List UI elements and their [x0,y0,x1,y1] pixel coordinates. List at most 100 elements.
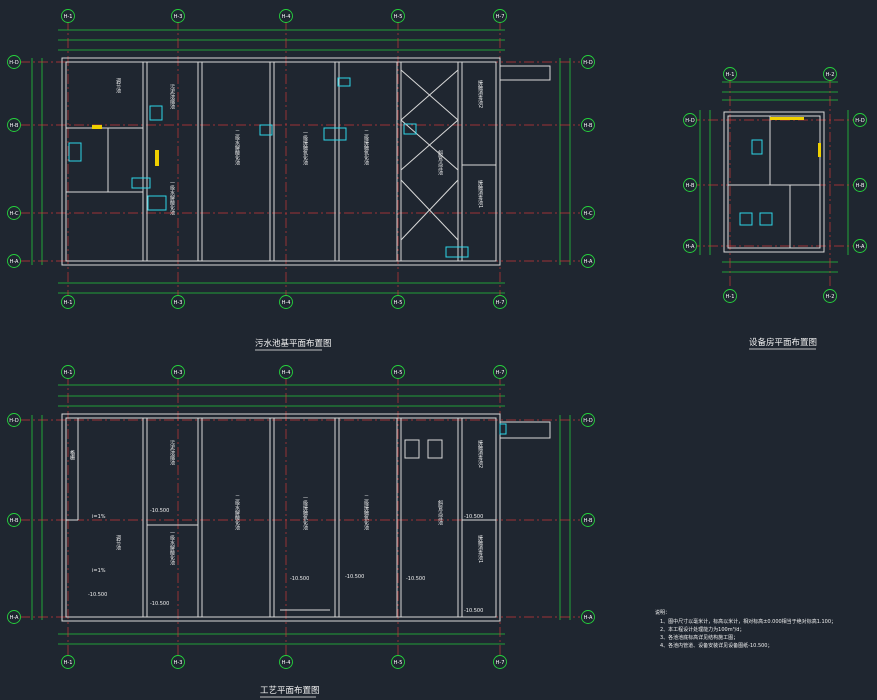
grid-bubble-label: H-4 [282,660,291,666]
grid-bubble-label: H-2 [826,294,835,300]
grid-bubble-label: H-5 [394,300,403,306]
tank-label: 斜管沉淀池 [437,499,443,525]
grid-bubble [581,413,595,427]
door-marker [92,125,102,129]
grid-bubble-label: H-A [584,259,593,265]
tank-label: 二级水解酸化池 [234,495,240,530]
grid-bubble [7,513,21,527]
grid-bubble [823,67,837,81]
grid-bubble [279,295,293,309]
grid-bubble-label: H-1 [726,72,735,78]
elevation-label: -10.500 [290,576,309,582]
grid-bubble-label: H-D [583,60,593,66]
grid-bubble-label: H-C [583,211,593,217]
tank-label: 一级接触氧化池 [302,495,308,530]
elevation-labels: -10.500 -10.500 -10.500 -10.500 -10.500 … [88,508,483,614]
grid-bubble [493,655,507,669]
drawing-title: 污水池基平面布置图 [255,338,332,349]
grid-bubble [683,178,697,192]
tank-label: 接触消毒池1 [477,179,483,208]
walls-b [723,111,825,253]
tank-labels-a: 调节池 污泥浓缩池 一级水解酸化池 二级水解酸化池 一级接触氧化池 二级接触氧化… [115,77,483,215]
grid-bubble-label: H-A [584,615,593,621]
tank-labels-c: 格栅 调节池 污泥浓缩池 一级水解酸化池 二级水解酸化池 一级接触氧化池 二级接… [69,439,483,565]
elevation-label: -10.500 [464,608,483,614]
grid-bubble-label: H-1 [64,660,73,666]
grid-bubble-label: H-7 [496,370,505,376]
door-marker [155,150,159,166]
grid-bubble-label: H-1 [64,14,73,20]
drawing-title: 工艺平面布置图 [260,685,320,696]
grid-bubble [581,118,595,132]
tank-label: 调节池 [115,77,121,93]
elevation-label: -10.500 [150,601,169,607]
outer-walls-a [61,57,551,266]
grid-bubble-label: H-C [9,211,19,217]
plan-process-layout: 格栅 调节池 污泥浓缩池 一级水解酸化池 二级水解酸化池 一级接触氧化池 二级接… [20,375,580,698]
grid-bubble [171,655,185,669]
grid-bubble [391,9,405,23]
tank-label: 接触消毒池2 [477,79,483,108]
grid-bubble [391,655,405,669]
notes-heading: 说明： [655,609,670,616]
grid-bubble [683,239,697,253]
grid-bubble-label: H-1 [726,294,735,300]
tank-label: 一级水解酸化池 [169,530,175,565]
grid-bubble [581,254,595,268]
grid-bubble-label: H-4 [282,300,291,306]
grid-bubble-label: H-A [10,615,19,621]
grid-bubble [823,289,837,303]
grid-bubble-label: H-D [855,118,865,124]
equipment-markers-c [499,423,507,435]
tank-label: 格栅 [69,449,75,461]
grid-bubble [7,610,21,624]
grid-bubble-label: H-4 [282,14,291,20]
plan-equipment-room: 设备房平面布置图 [690,78,860,350]
tank-label: 接触消毒池1 [477,534,483,563]
grid-bubble-label: H-7 [496,660,505,666]
grid-bubble [581,513,595,527]
grid-bubble-label: H-B [856,183,865,189]
grid-bubble [7,413,21,427]
tank-label: 污泥浓缩池 [169,83,175,109]
elevation-label: -10.500 [406,576,425,582]
grid-bubble [171,295,185,309]
grid-bubble-label: H-3 [174,14,183,20]
grid-bubble [279,365,293,379]
grid-bubble [723,67,737,81]
tank-label: 调节池 [115,534,121,550]
grid-bubble [7,55,21,69]
grid-bubble [61,295,75,309]
grid-bubble [723,289,737,303]
notes-line: 3、各池池底标高详见结构施工图； [660,634,738,641]
grid-bubble-label: H-5 [394,370,403,376]
grid-bubble-label: H-B [584,123,593,129]
door-marker [770,117,804,120]
notes-line: 2、本工程设计处理能力为100m³/d； [660,626,744,633]
grid-bubble-label: H-3 [174,300,183,306]
slope-labels: i=1% i=1% [92,514,106,574]
grid-bubble [493,295,507,309]
dimension-lines-top-a [58,29,505,294]
grid-bubble-label: H-7 [496,14,505,20]
grid-bubble-label: H-3 [174,660,183,666]
dimension-lines-side-a [31,58,571,265]
elevation-label: -10.500 [150,508,169,514]
grid-bubble-label: H-D [583,418,593,424]
grid-bubble-label: H-5 [394,660,403,666]
equipment-markers-b [739,139,773,226]
elevation-label: -10.500 [88,592,107,598]
grid-bubble [493,365,507,379]
grid-bubble-label: H-7 [496,300,505,306]
grid-bubble-label: H-3 [174,370,183,376]
grid-bubble [279,655,293,669]
grid-bubble-label: H-1 [64,300,73,306]
grid-bubble [171,9,185,23]
grid-bubble-label: H-B [10,123,19,129]
tank-label: 一级水解酸化池 [169,180,175,215]
grid-bubble-label: H-A [856,244,865,250]
grid-bubble-label: H-A [10,259,19,265]
grid-bubble [853,178,867,192]
grid-bubble [7,118,21,132]
